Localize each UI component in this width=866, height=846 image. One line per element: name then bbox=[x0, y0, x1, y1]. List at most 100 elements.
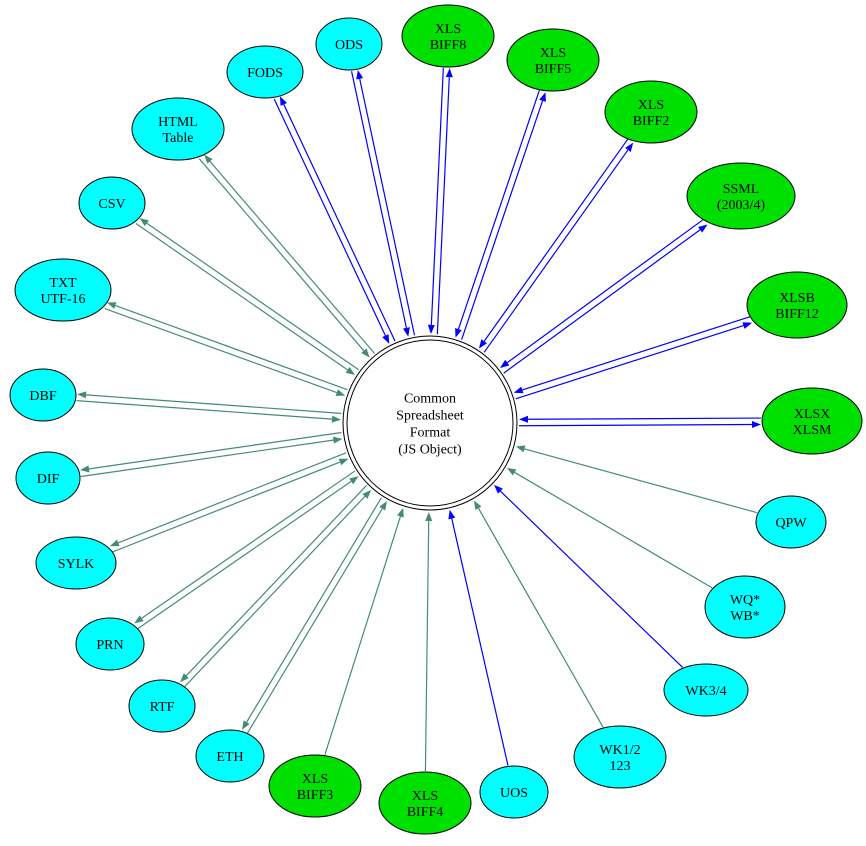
node-xls-biff8 bbox=[401, 4, 495, 68]
edge-xls-biff8-from-center bbox=[436, 77, 450, 335]
node-html-table bbox=[131, 97, 225, 161]
node-label-uos: UOS bbox=[500, 786, 528, 801]
node-prn bbox=[75, 617, 145, 671]
node-label-sylk: SYLK bbox=[58, 557, 95, 572]
edge-rtf-from-center bbox=[185, 485, 367, 677]
node-label-dbf: DBF bbox=[29, 389, 56, 404]
edge-xlsx-xlsm-to-center-arrowhead bbox=[518, 415, 529, 423]
edge-eth-to-center bbox=[246, 508, 383, 734]
edge-uos-to-center-arrowhead bbox=[448, 509, 456, 520]
edge-xls-biff5-to-center bbox=[457, 89, 540, 330]
edge-ssml-2003-4-to-center-arrowhead bbox=[500, 359, 510, 368]
edge-csv-from-center-arrowhead bbox=[139, 218, 149, 227]
edge-xls-biff5-from-center-arrowhead bbox=[539, 92, 546, 102]
edge-xls-biff4-to-center bbox=[424, 520, 430, 772]
node-ods bbox=[315, 17, 383, 71]
node-uos bbox=[479, 765, 549, 819]
edge-dbf-to-center bbox=[76, 400, 333, 420]
edge-fods-from-center bbox=[283, 104, 396, 342]
edge-wk12-123-to-center-arrowhead bbox=[474, 500, 482, 510]
edge-xlsx-xlsm-from-center bbox=[519, 423, 753, 427]
edge-csv-to-center-arrowhead bbox=[345, 366, 355, 375]
node-wk12-123 bbox=[573, 725, 667, 789]
edge-dbf-from-center-arrowhead bbox=[77, 391, 87, 399]
edge-xls-biff8-to-center bbox=[430, 67, 444, 325]
edge-eth-to-center-arrowhead bbox=[379, 500, 387, 511]
edge-dif-from-center bbox=[88, 431, 342, 470]
edge-ods-to-center bbox=[350, 71, 407, 328]
edge-xls-biff8-from-center-arrowhead bbox=[445, 68, 453, 78]
edge-wk34-to-center bbox=[500, 490, 684, 668]
center-node-inner-circle bbox=[346, 339, 514, 507]
edge-xls-biff4-to-center-arrowhead bbox=[425, 511, 433, 522]
node-label-fods: FODS bbox=[247, 66, 283, 81]
edge-xlsb-biff12-from-center bbox=[515, 324, 744, 400]
node-xls-biff3 bbox=[268, 754, 362, 818]
edge-html-table-from-center-arrowhead bbox=[204, 154, 213, 164]
edge-ssml-2003-4-from-center-arrowhead bbox=[698, 224, 708, 233]
edge-html-table-to-center bbox=[198, 158, 365, 352]
node-label-wk34: WK3/4 bbox=[685, 684, 726, 699]
edge-wq-wb-to-center bbox=[514, 471, 713, 589]
node-label-ssml-2003-4: SSML(2003/4) bbox=[717, 182, 766, 213]
edge-xlsb-biff12-from-center-arrowhead bbox=[742, 322, 753, 329]
edge-rtf-from-center-arrowhead bbox=[180, 673, 189, 683]
edge-ssml-2003-4-to-center bbox=[506, 218, 704, 364]
node-wq-wb bbox=[704, 575, 786, 639]
edge-wk34-to-center-arrowhead bbox=[493, 484, 503, 494]
edge-xls-biff5-from-center bbox=[461, 100, 544, 340]
edge-xls-biff5-to-center-arrowhead bbox=[455, 328, 462, 338]
node-csv bbox=[78, 176, 146, 230]
edge-wk12-123-to-center bbox=[477, 507, 604, 728]
node-xls-biff2 bbox=[604, 80, 698, 144]
edge-sylk-from-center bbox=[118, 452, 347, 544]
node-label-qpw: QPW bbox=[775, 516, 807, 531]
edge-prn-from-center bbox=[141, 470, 356, 619]
edge-xls-biff2-from-center-arrowhead bbox=[625, 142, 634, 152]
edge-xlsb-biff12-to-center-arrowhead bbox=[513, 386, 524, 394]
edge-eth-from-center bbox=[246, 497, 382, 723]
edge-html-table-from-center bbox=[209, 160, 375, 354]
node-label-wq-wb: WQ*WB* bbox=[730, 593, 760, 624]
node-ssml-2003-4 bbox=[686, 162, 796, 230]
edge-prn-to-center-arrowhead bbox=[349, 476, 359, 485]
node-label-rtf: RTF bbox=[150, 700, 175, 715]
edge-rtf-to-center bbox=[184, 495, 366, 688]
node-label-ods: ODS bbox=[335, 38, 363, 53]
edge-txt-utf16-to-center bbox=[104, 307, 337, 394]
node-qpw bbox=[755, 495, 827, 549]
edge-prn-from-center-arrowhead bbox=[134, 615, 144, 624]
edge-qpw-to-center-arrowhead bbox=[515, 445, 526, 453]
edge-xls-biff3-to-center bbox=[324, 516, 401, 755]
edge-sylk-from-center-arrowhead bbox=[109, 539, 120, 547]
edge-xls-biff2-to-center bbox=[483, 138, 629, 342]
edge-rtf-to-center-arrowhead bbox=[362, 489, 372, 499]
edge-fods-from-center-arrowhead bbox=[279, 96, 287, 106]
edge-wq-wb-to-center-arrowhead bbox=[506, 467, 517, 476]
edge-csv-to-center bbox=[135, 222, 348, 371]
node-wk34 bbox=[663, 663, 749, 717]
center-node-outer-circle bbox=[342, 335, 518, 511]
node-xls-biff4 bbox=[378, 771, 472, 835]
edge-xlsb-biff12-to-center bbox=[522, 316, 751, 391]
edge-txt-utf16-from-center bbox=[115, 305, 348, 391]
edge-xls-biff2-to-center-arrowhead bbox=[478, 339, 488, 349]
edge-qpw-to-center bbox=[524, 448, 758, 514]
edge-ods-from-center-arrowhead bbox=[356, 69, 364, 80]
node-dbf bbox=[9, 368, 77, 422]
node-dif bbox=[15, 451, 81, 505]
edge-xls-biff3-to-center-arrowhead bbox=[397, 507, 404, 518]
edge-ssml-2003-4-from-center bbox=[503, 229, 701, 374]
edge-eth-from-center-arrowhead bbox=[241, 720, 250, 730]
edge-ods-to-center-arrowhead bbox=[402, 327, 410, 337]
node-xls-biff5 bbox=[506, 28, 600, 92]
node-label-csv: CSV bbox=[98, 197, 125, 212]
edge-dif-to-center-arrowhead bbox=[332, 436, 343, 444]
